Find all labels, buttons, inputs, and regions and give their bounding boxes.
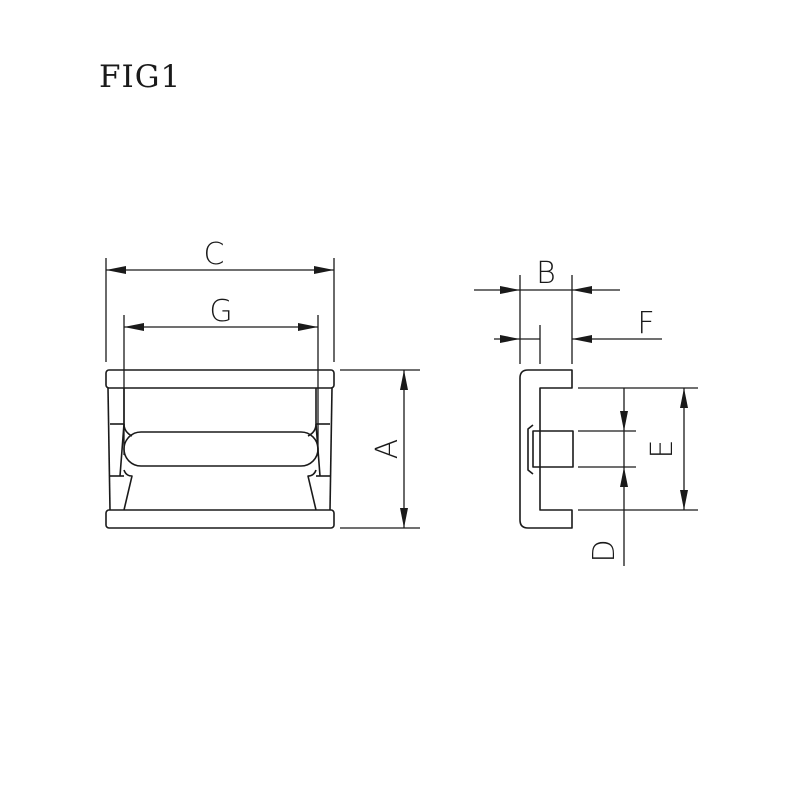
front-dimensions (105, 258, 420, 529)
side-view (519, 369, 574, 529)
dim-label-e: E (645, 440, 680, 459)
dim-label-b: B (536, 256, 556, 291)
front-right-side (329, 387, 333, 511)
side-dimensions (474, 275, 698, 566)
front-inner-left-wall (123, 388, 133, 437)
front-inner-right-wall (307, 388, 317, 437)
figure-title: FIG1 (99, 59, 182, 95)
side-boss (532, 430, 574, 468)
front-slot (123, 431, 319, 467)
front-top-bar (105, 369, 335, 389)
side-profile (519, 369, 573, 529)
front-bottom-bar (105, 509, 335, 529)
front-view (105, 369, 335, 529)
dim-label-c: C (204, 237, 225, 272)
dim-label-a: A (370, 439, 405, 460)
dim-label-f: F (637, 306, 654, 341)
front-left-side (107, 387, 111, 511)
dim-label-g: G (209, 294, 232, 329)
dim-label-d: D (587, 539, 622, 562)
